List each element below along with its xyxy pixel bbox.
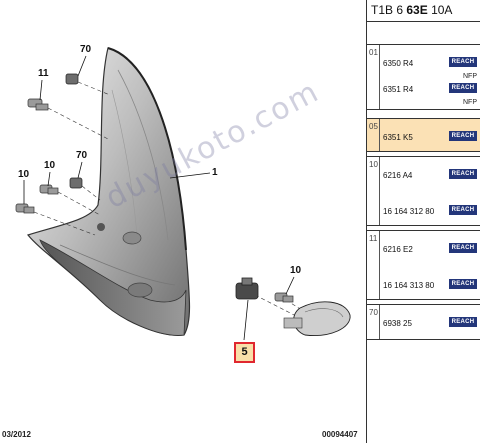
exploded-parts-diagram: duyukoto.com 70 11 70 10 10 1 10 5 03/20…	[2, 44, 358, 439]
header-suffix: 10A	[431, 3, 453, 17]
header-code: 63E	[406, 3, 428, 17]
part-group-10[interactable]: 10 6216 A4 REACH 16 164 312 80 REACH	[367, 156, 480, 226]
screw-11	[27, 98, 49, 111]
callout-1[interactable]: 1	[212, 167, 218, 178]
reach-badge-icon: REACH	[449, 169, 477, 179]
part-ref: 16 164 313 80	[383, 281, 435, 290]
part-row[interactable]: 6351 R4 REACH NFP	[383, 83, 477, 106]
footer-date: 03/2012	[2, 430, 31, 439]
panel-header: T1B 6 63E 10A	[367, 0, 480, 22]
reach-badge-icon: REACH	[449, 205, 477, 215]
part-ref: 6351 K5	[383, 133, 413, 142]
callout-11[interactable]: 11	[38, 68, 49, 79]
group-number: 05	[369, 122, 378, 131]
callout-5-selected[interactable]: 5	[234, 342, 255, 363]
part-row[interactable]: 6216 E2 REACH	[383, 243, 477, 257]
group-number: 70	[369, 308, 378, 317]
reach-badge-icon: REACH	[449, 83, 477, 93]
parts-list-panel: T1B 6 63E 10A 01 6350 R4 REACH NFP 6351 …	[366, 0, 480, 443]
part-row[interactable]: 6938 25 REACH	[383, 317, 477, 331]
reach-badge-icon: REACH	[449, 279, 477, 289]
callout-10-left-b[interactable]: 10	[44, 160, 56, 171]
taillight-illustration	[15, 47, 351, 341]
nfp-note: NFP	[463, 73, 477, 80]
lens-lower	[39, 239, 187, 336]
callout-70-top[interactable]: 70	[80, 44, 92, 55]
screw-10-left-a	[39, 184, 59, 195]
callout-10-left[interactable]: 10	[18, 169, 30, 180]
part-group-05-selected[interactable]: 05 6351 K5 REACH	[367, 118, 480, 152]
clip-70-mid	[69, 177, 83, 189]
part-ref: 6938 25	[383, 319, 412, 328]
group-divider	[379, 231, 380, 299]
clip-70-top	[65, 73, 79, 85]
part-row[interactable]: 6216 A4 REACH	[383, 169, 477, 183]
part-group-70[interactable]: 70 6938 25 REACH	[367, 304, 480, 340]
header-prefix: T1B 6	[371, 3, 404, 17]
group-number: 11	[369, 234, 378, 243]
reach-badge-icon: REACH	[449, 317, 477, 327]
part-row[interactable]: 6350 R4 REACH NFP	[383, 57, 477, 80]
part-row[interactable]: 16 164 312 80 REACH	[383, 205, 477, 219]
reach-badge-icon: REACH	[449, 131, 477, 141]
reach-badge-icon: REACH	[449, 243, 477, 253]
group-number: 01	[369, 48, 378, 57]
callout-10-right[interactable]: 10	[290, 265, 302, 276]
group-divider	[379, 157, 380, 225]
part-row[interactable]: 16 164 313 80 REACH	[383, 279, 477, 293]
part-group-11[interactable]: 11 6216 E2 REACH 16 164 313 80 REACH	[367, 230, 480, 300]
screw-10-left-b	[15, 203, 35, 214]
group-divider	[379, 305, 380, 339]
part-ref: 6350 R4	[383, 59, 414, 68]
part-ref: 16 164 312 80	[383, 207, 435, 216]
group-divider	[379, 45, 380, 109]
part-group-01[interactable]: 01 6350 R4 REACH NFP 6351 R4 REACH NFP	[367, 44, 480, 110]
part-row[interactable]: 6351 K5 REACH	[383, 131, 477, 145]
part-ref: 6351 R4	[383, 85, 414, 94]
nfp-note: NFP	[463, 99, 477, 106]
group-number: 10	[369, 160, 378, 169]
reach-badge-icon: REACH	[449, 57, 477, 67]
footer-doc-number: 00094407	[322, 430, 358, 439]
part-ref: 6216 A4	[383, 171, 413, 180]
part-ref: 6216 E2	[383, 245, 413, 254]
screw-10-right	[274, 292, 294, 303]
callout-70-mid[interactable]: 70	[76, 150, 88, 161]
bulb-holder-5	[235, 277, 259, 300]
group-divider	[379, 119, 380, 151]
